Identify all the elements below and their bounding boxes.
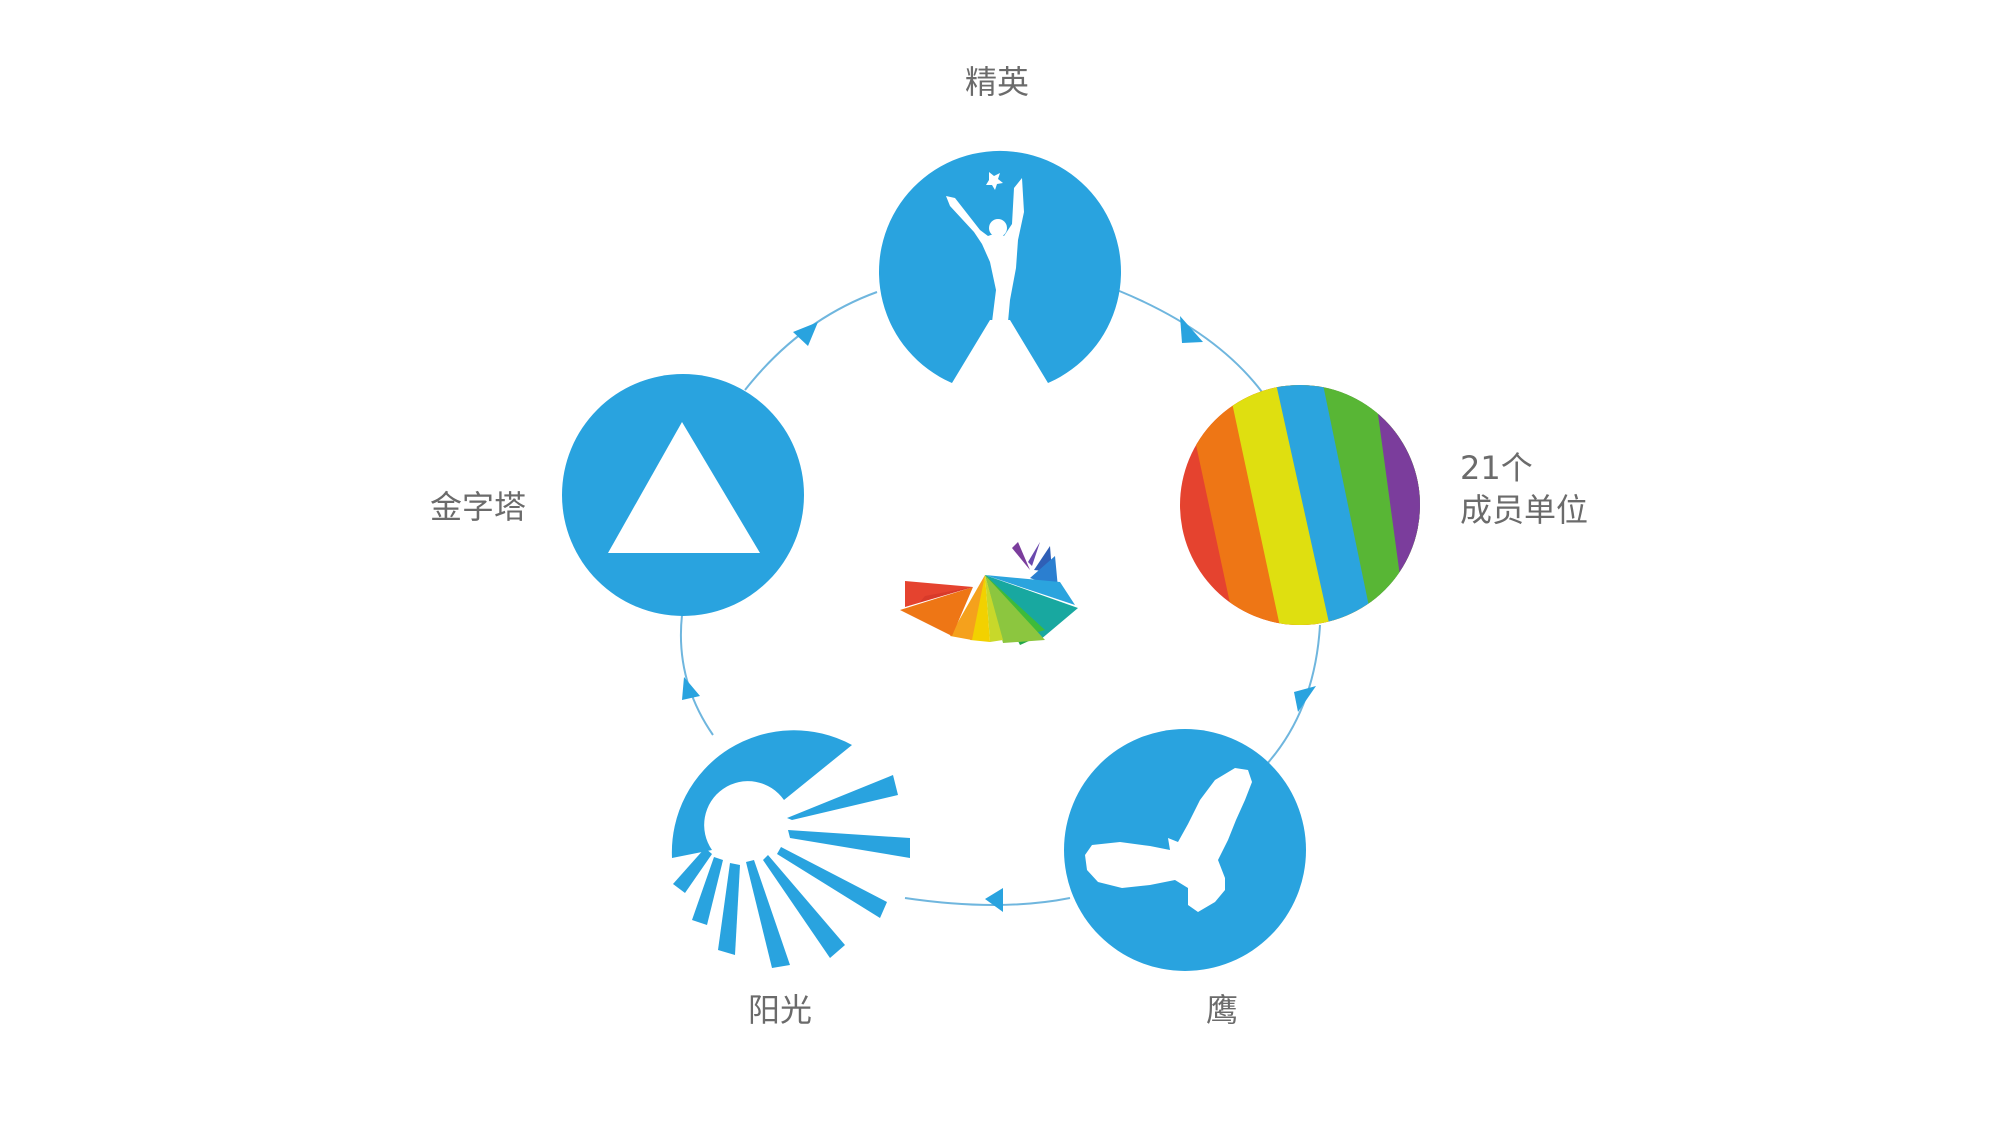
label-members-count: 21个 <box>1460 449 1533 487</box>
arrow-icon <box>1294 686 1316 712</box>
node-members <box>1180 385 1420 625</box>
label-elite: 精英 <box>964 63 1030 101</box>
label-pyramid: 金字塔 <box>429 488 527 526</box>
flow-arrows <box>682 316 1316 912</box>
arrow-icon <box>1180 316 1203 343</box>
arrow-icon <box>985 888 1003 912</box>
rainbow-stripes-icon <box>1180 385 1420 625</box>
node-elite <box>878 150 1121 383</box>
label-members-units: 成员单位 <box>1460 490 1589 529</box>
label-members: 21个 成员单位 <box>1460 448 1588 531</box>
triangle-pyramid-icon <box>608 422 760 553</box>
node-eagle <box>1064 729 1306 971</box>
node-pyramid <box>562 374 804 616</box>
sun-rays-icon <box>671 730 910 968</box>
eagle-icon <box>1085 768 1252 912</box>
node-sunshine <box>671 730 910 968</box>
arrow-icon <box>682 677 700 700</box>
label-sunshine: 阳光 <box>747 991 813 1029</box>
arrow-icon <box>793 322 818 346</box>
label-eagle: 鹰 <box>1205 991 1239 1029</box>
rainbow-bird-logo-icon <box>900 542 1078 645</box>
